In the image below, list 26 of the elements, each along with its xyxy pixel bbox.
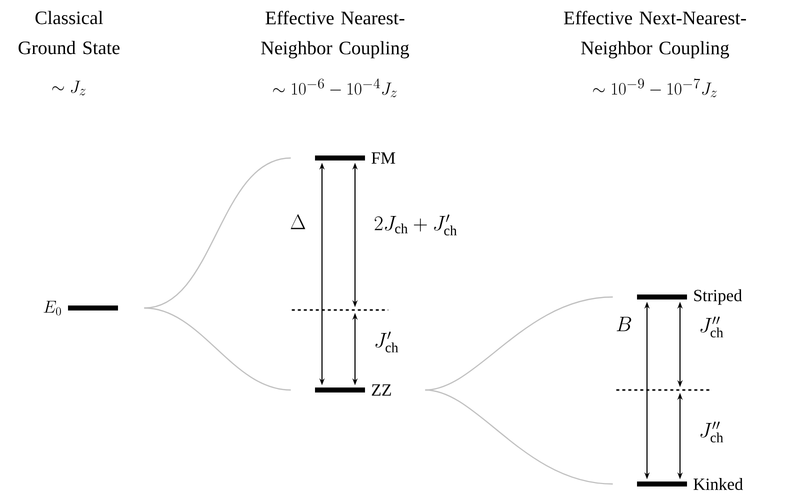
gap-label: $B$	[616, 316, 632, 332]
scale-label: $\sim 10^{-9} - 10^{-7} J_z$	[593, 78, 717, 98]
node-label: FM	[372, 152, 396, 164]
energy-level: FM	[315, 152, 396, 164]
scale-label: $\sim 10^{-6} - 10^{-4} J_z$	[273, 78, 397, 98]
energy-level: ZZ	[315, 384, 391, 396]
node-label: Kinked	[694, 478, 743, 490]
energy-level: $E_0$	[44, 300, 118, 316]
gap-label: $J''_{\mathrm{ch}}$	[700, 422, 724, 442]
gap-label: $2J_{\mathrm{ch}} + J'_{\mathrm{ch}}$	[374, 214, 457, 236]
node-label: Striped	[694, 289, 742, 305]
scale-label: $\sim J_z$	[52, 80, 86, 96]
gap-label: $J''_{\mathrm{ch}}$	[700, 316, 724, 338]
node-label: $E_0$	[44, 300, 61, 316]
column-heading: Classical Ground State	[18, 10, 120, 54]
connector-curve	[425, 389, 613, 485]
column-heading: Effective Nearest-Neighbor Coupling	[261, 10, 410, 58]
connector-curve	[144, 157, 291, 309]
energy-level: Striped	[637, 289, 742, 305]
gap-label: $J'_{\mathrm{ch}}$	[376, 332, 398, 352]
gap-label: $\Delta$	[290, 214, 306, 230]
connector-curve	[144, 307, 291, 391]
column-heading: Effective Next-Nearest-Neighbor Coupling	[564, 10, 746, 58]
node-label: ZZ	[372, 384, 391, 396]
energy-level: Kinked	[637, 478, 743, 490]
dashed-level	[616, 389, 710, 391]
